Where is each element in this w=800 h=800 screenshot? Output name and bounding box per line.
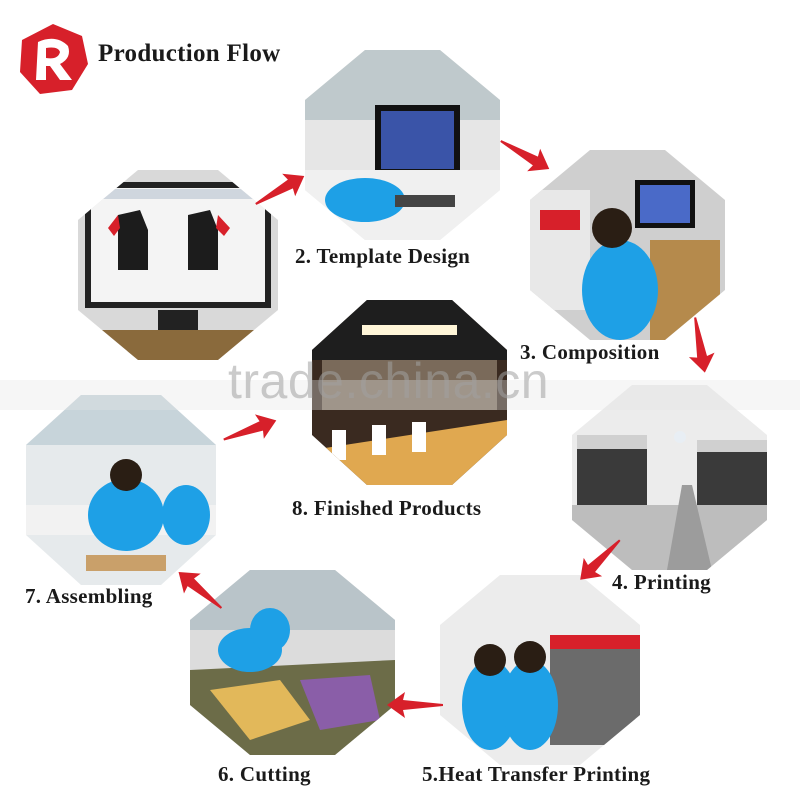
step-label-cutting: 6. Cutting bbox=[218, 762, 311, 786]
page-title: Production Flow bbox=[98, 40, 281, 67]
step-label-composition: 3. Composition bbox=[520, 340, 660, 364]
step-label-printing: 4. Printing bbox=[612, 570, 711, 594]
flow-arrow-icon bbox=[580, 539, 621, 580]
watermark-text: trade.china.cn bbox=[228, 353, 550, 409]
brand-logo-icon bbox=[20, 24, 88, 94]
flow-arrow-icon bbox=[387, 692, 443, 718]
heat-transfer-photo bbox=[440, 575, 640, 765]
step-label-heat-transfer: 5.Heat Transfer Printing bbox=[422, 762, 651, 786]
assembling-photo bbox=[26, 395, 216, 585]
flow-arrow-icon bbox=[178, 572, 223, 609]
watermark-band bbox=[0, 380, 800, 410]
step-label-assembling: 7. Assembling bbox=[25, 584, 153, 608]
finished-products-photo bbox=[312, 300, 507, 485]
cutting-photo bbox=[190, 570, 395, 755]
step-label-finished-products: 8. Finished Products bbox=[292, 496, 482, 520]
jersey-template-photo bbox=[78, 170, 278, 360]
flow-arrow-icon bbox=[255, 173, 305, 205]
flow-arrow-icon bbox=[500, 140, 550, 172]
composition-photo bbox=[530, 150, 725, 340]
flow-arrow-icon bbox=[223, 414, 277, 441]
template-design-photo bbox=[305, 50, 500, 240]
flow-arrow-icon bbox=[688, 317, 715, 373]
step-label-template-design: 2. Template Design bbox=[295, 244, 471, 268]
